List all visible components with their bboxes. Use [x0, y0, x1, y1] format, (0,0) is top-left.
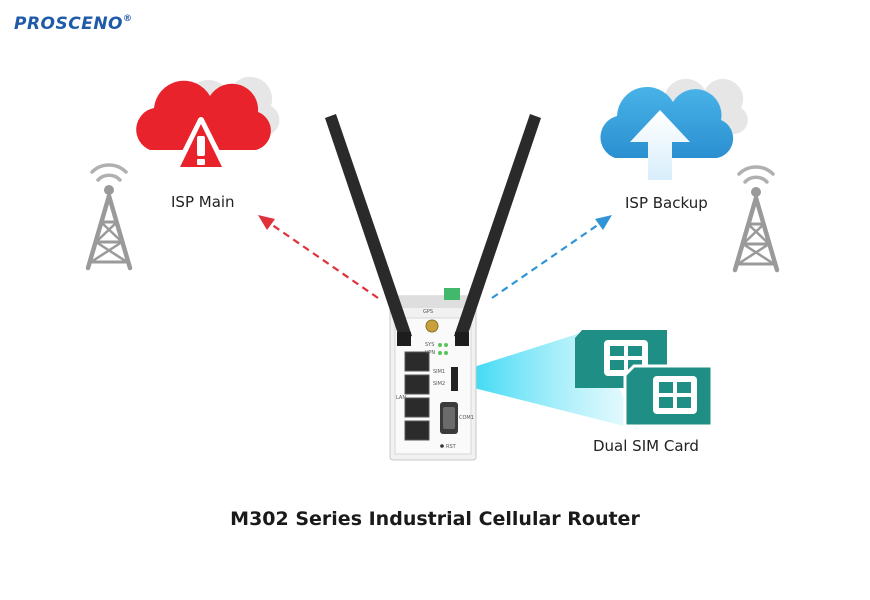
brand-logo-mark: ® — [123, 14, 133, 24]
isp-main-label: ISP Main — [171, 193, 235, 211]
isp-backup-label: ISP Backup — [625, 194, 708, 212]
router-label-rst: RST — [446, 444, 456, 450]
cell-tower-icon — [732, 165, 780, 273]
router-label-com: COM1 — [459, 415, 474, 421]
router-label-lan: LAN — [396, 395, 407, 401]
router-label-sim1: SIM1 — [433, 369, 446, 375]
brand-logo-text: PROSCENO — [14, 14, 124, 34]
isp-main-arrow — [258, 215, 379, 299]
router-label-sys: SYS — [425, 342, 435, 348]
router-label-vpn: VPN — [425, 350, 436, 356]
cell-tower-icon — [85, 163, 133, 271]
page-title: M302 Series Industrial Cellular Router — [230, 508, 640, 530]
router-label-gps: GPS — [423, 309, 434, 315]
brand-logo: PROSCENO® — [14, 14, 133, 34]
upload-cloud-icon — [600, 78, 748, 180]
sim-card-icon — [623, 364, 714, 428]
antenna-icon — [454, 114, 541, 346]
alert-cloud-icon — [136, 76, 280, 173]
dual-sim-label: Dual SIM Card — [593, 437, 699, 455]
isp-backup-arrow — [491, 215, 612, 299]
antenna-icon — [325, 114, 412, 346]
router-label-sim2: SIM2 — [433, 381, 446, 387]
